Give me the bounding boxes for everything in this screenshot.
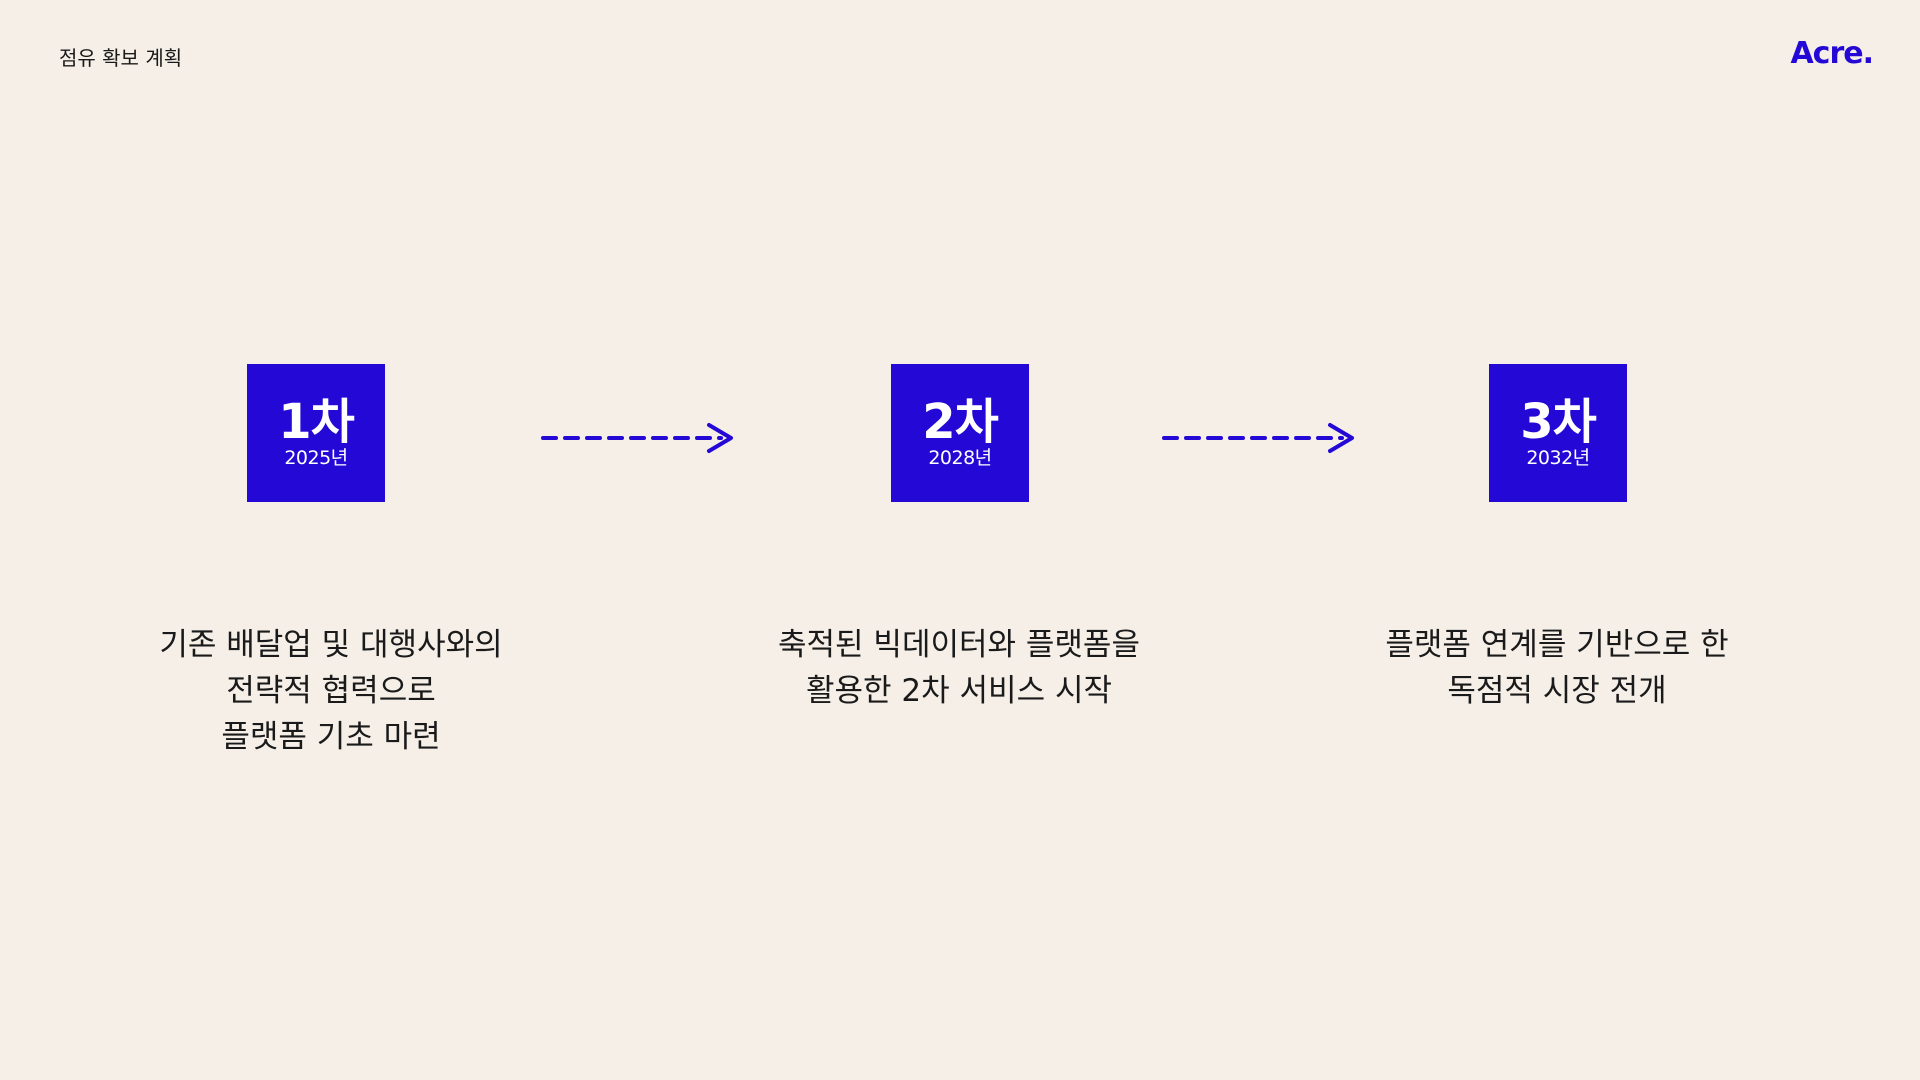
phase-1-year: 2025년 [284, 447, 348, 469]
phase-3-description-line: 플랫폼 연계를 기반으로 한 [1385, 627, 1729, 663]
phase-1-label: 1차 [278, 394, 355, 450]
phase-1-description-line: 기존 배달업 및 대행사와의 [159, 627, 503, 663]
phase-2-year: 2028년 [928, 447, 992, 469]
phase-1-description-line: 플랫폼 기초 마련 [221, 719, 441, 755]
dashed-arrow-icon [541, 423, 733, 453]
phase-3-label: 3차 [1520, 394, 1597, 450]
phase-3-description: 플랫폼 연계를 기반으로 한 독점적 시장 전개 [1327, 622, 1787, 714]
phase-1-description: 기존 배달업 및 대행사와의 전략적 협력으로 플랫폼 기초 마련 [101, 622, 561, 760]
phase-3-description-line: 독점적 시장 전개 [1447, 673, 1667, 709]
dashed-arrow-icon [1162, 423, 1354, 453]
phase-2-label: 2차 [922, 394, 999, 450]
phase-3-year: 2032년 [1526, 447, 1590, 469]
page-title: 점유 확보 계획 [59, 46, 183, 70]
phase-2-description-line: 활용한 2차 서비스 시작 [806, 673, 1112, 709]
phase-2-description: 축적된 빅데이터와 플랫폼을 활용한 2차 서비스 시작 [729, 622, 1189, 714]
phase-2-description-line: 축적된 빅데이터와 플랫폼을 [778, 627, 1140, 663]
phase-1-box: 1차 2025년 [247, 364, 385, 502]
phase-3-box: 3차 2032년 [1489, 364, 1627, 502]
phase-1-description-line: 전략적 협력으로 [226, 673, 436, 709]
phase-2-box: 2차 2028년 [891, 364, 1029, 502]
brand-logo: Acre. [1790, 36, 1874, 71]
